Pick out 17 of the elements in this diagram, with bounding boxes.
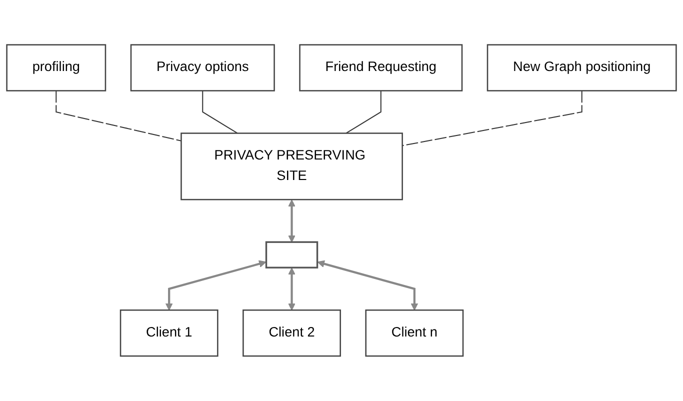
node-box: Client n — [365, 310, 464, 357]
connector — [402, 90, 582, 146]
connector — [346, 90, 382, 134]
node-box: Client 1 — [120, 310, 218, 357]
node-box: Friend Requesting — [299, 44, 463, 92]
node-bar — [265, 241, 318, 269]
node-box: New Graph positioning — [486, 44, 677, 92]
node-box: profiling — [6, 44, 106, 92]
connector — [202, 90, 238, 134]
node-box: PRIVACY PRESERVING SITE — [180, 132, 403, 200]
connector — [56, 90, 182, 142]
arrow — [165, 260, 266, 311]
arrow — [288, 200, 296, 242]
node-box: Client 2 — [242, 310, 341, 357]
node-box: Privacy options — [130, 44, 275, 92]
arrow — [317, 260, 418, 311]
arrow — [288, 268, 296, 311]
